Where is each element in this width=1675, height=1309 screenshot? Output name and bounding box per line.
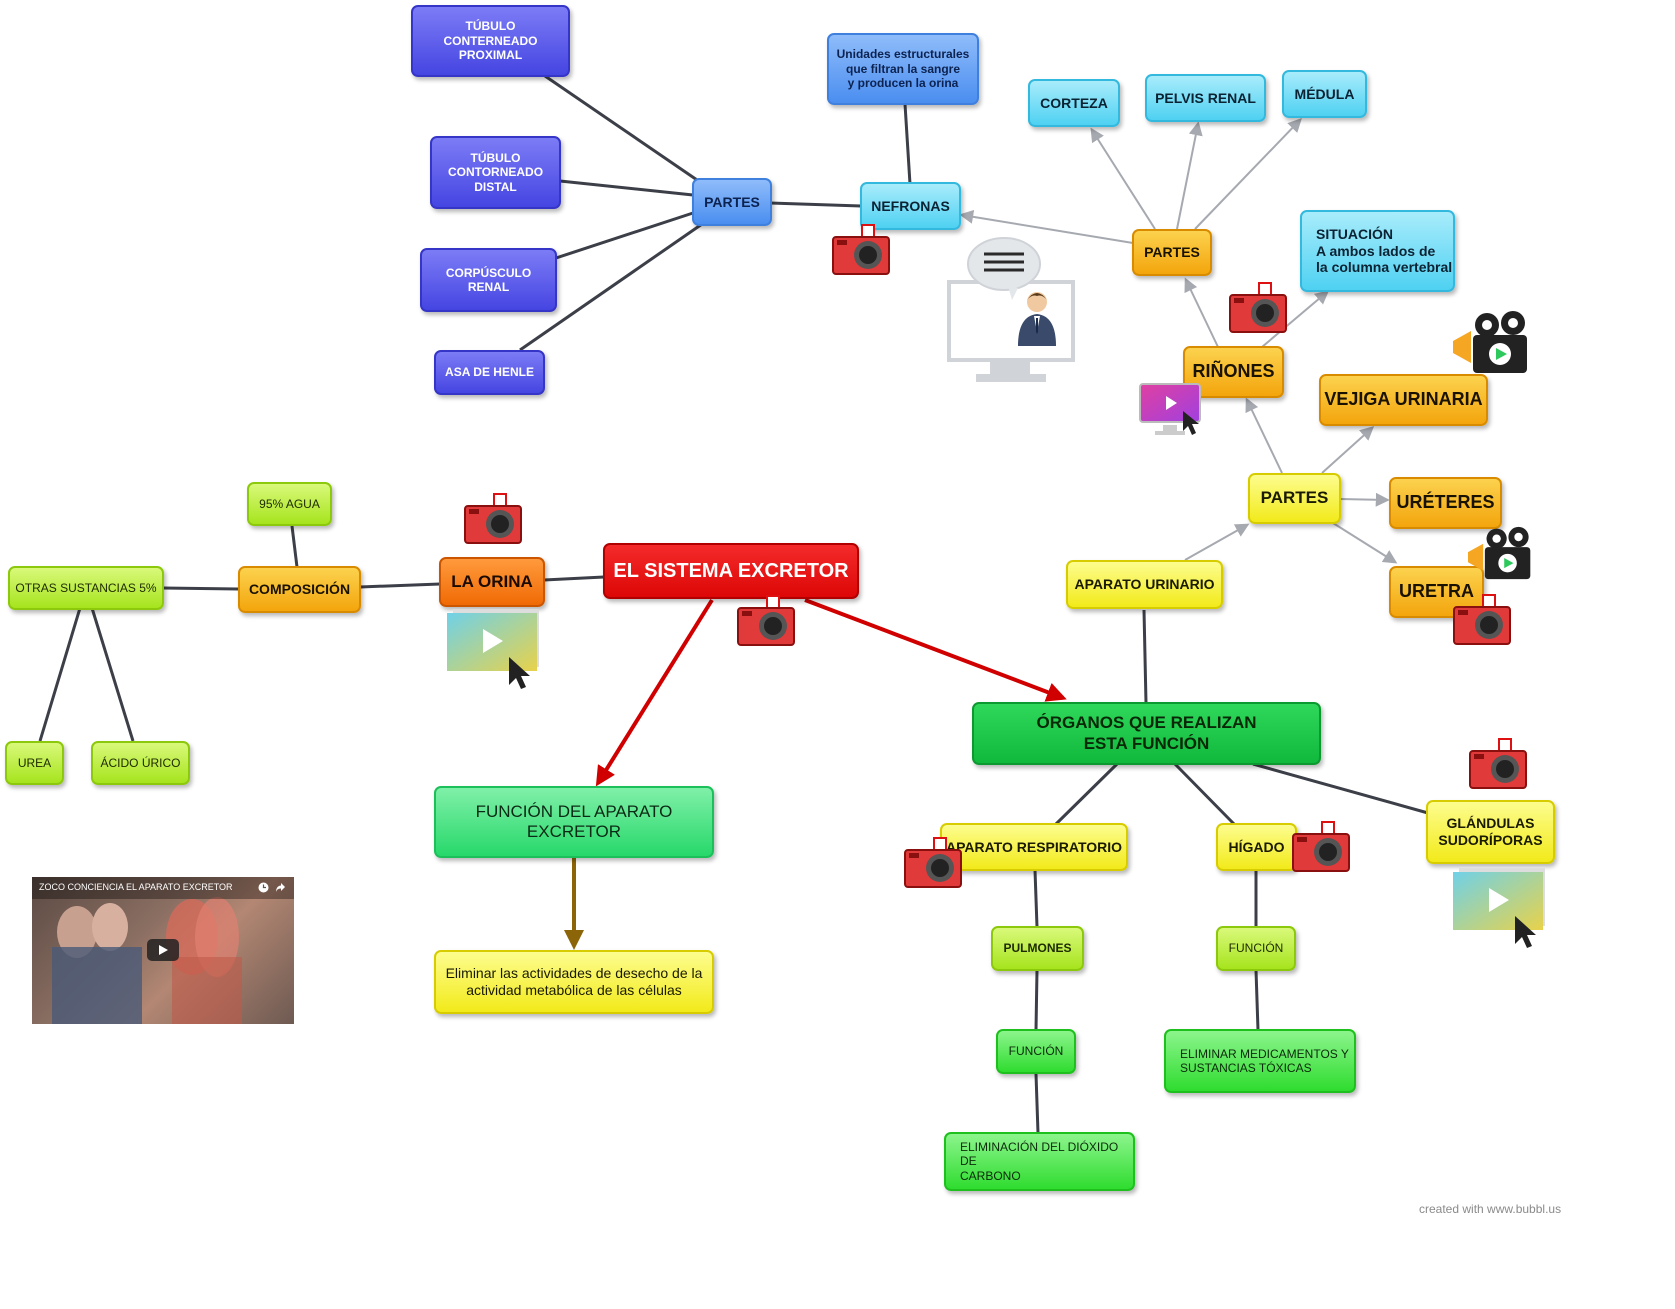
eliminacion-co2-node[interactable]: ELIMINACIÓN DEL DIÓXIDO DE CARBONO	[944, 1132, 1135, 1191]
tubulo-distal-node[interactable]: TÚBULO CONTORNEADO DISTAL	[430, 136, 561, 209]
partes-rinones-node[interactable]: PARTES	[1132, 229, 1212, 276]
connector-partes-pelvis	[1176, 121, 1203, 230]
pelvis-renal-node[interactable]: PELVIS RENAL	[1145, 74, 1266, 122]
connector-organos-higado	[1173, 762, 1237, 827]
connector-partes-rinones	[1245, 397, 1283, 474]
connector-nefronas-partes	[769, 201, 862, 208]
connector-nefronas-unidades	[903, 103, 912, 185]
connector-partes-asa	[519, 220, 706, 352]
acido-urico-node[interactable]: ÁCIDO ÚRICO	[91, 741, 190, 785]
camera-icon[interactable]	[831, 224, 891, 278]
funcion-pulmones-node[interactable]: FUNCIÓN	[996, 1029, 1076, 1074]
pulmones-node[interactable]: PULMONES	[991, 926, 1084, 971]
partes-nefronas-node[interactable]: PARTES	[692, 178, 772, 226]
la-orina-node[interactable]: LA ORINA	[439, 557, 545, 607]
connector-partes-distal	[559, 179, 694, 197]
connector-orina-composicion	[359, 582, 441, 589]
corpusculo-node[interactable]: CORPÚSCULO RENAL	[420, 248, 557, 312]
video-play-icon[interactable]	[1453, 868, 1549, 950]
video-thumbnail-image	[32, 877, 294, 1024]
funcion-higado-node[interactable]: FUNCIÓN	[1216, 926, 1296, 971]
camera-icon[interactable]	[1452, 594, 1512, 648]
camera-icon[interactable]	[736, 595, 796, 649]
corteza-node[interactable]: CORTEZA	[1028, 79, 1120, 127]
connector-main-organos	[804, 598, 1067, 702]
video-play-icon[interactable]	[447, 609, 543, 691]
partes-urinario-node[interactable]: PARTES	[1248, 473, 1341, 524]
video-camera-icon[interactable]	[1468, 525, 1532, 581]
presenter-icon	[947, 237, 1075, 382]
connector-composicion-otras	[162, 586, 239, 591]
connector-funcion-co2	[1034, 1073, 1040, 1134]
organos-node[interactable]: ÓRGANOS QUE REALIZAN ESTA FUNCIÓN	[972, 702, 1321, 765]
connector-partes-corpusculo	[555, 211, 694, 260]
agua-node[interactable]: 95% AGUA	[247, 482, 332, 526]
video-camera-icon[interactable]	[1453, 309, 1529, 375]
unidades-node[interactable]: Unidades estructurales que filtran la sa…	[827, 33, 979, 105]
camera-icon[interactable]	[1228, 282, 1288, 336]
eliminar-medicamentos-node[interactable]: ELIMINAR MEDICAMENTOS Y SUSTANCIAS TÓXIC…	[1164, 1029, 1356, 1093]
connector-partes-ureteres	[1339, 492, 1390, 507]
situacion-node[interactable]: SITUACIÓN A ambos lados de la columna ve…	[1300, 210, 1455, 292]
vejiga-node[interactable]: VEJIGA URINARIA	[1319, 374, 1488, 426]
camera-icon[interactable]	[463, 493, 523, 547]
otras-sustancias-node[interactable]: OTRAS SUSTANCIAS 5%	[8, 566, 164, 610]
ureteres-node[interactable]: URÉTERES	[1389, 477, 1502, 529]
connector-funcion-medicamentos	[1254, 969, 1260, 1031]
connector-partes-vejiga	[1321, 426, 1375, 474]
composicion-node[interactable]: COMPOSICIÓN	[238, 566, 361, 613]
aparato-respiratorio-node[interactable]: APARATO RESPIRATORIO	[940, 823, 1128, 871]
medula-node[interactable]: MÉDULA	[1282, 70, 1367, 118]
eliminar-actividades-node[interactable]: Eliminar las actividades de desecho de l…	[434, 950, 714, 1014]
nefronas-node[interactable]: NEFRONAS	[860, 182, 961, 230]
connector-partes-corteza	[1090, 127, 1156, 230]
connector-partes-nefronas	[959, 209, 1134, 244]
connector-organos-glandulas	[1252, 762, 1429, 815]
connector-rinones-partes	[1184, 277, 1219, 348]
connector-partes-proximal	[544, 74, 701, 184]
camera-icon[interactable]	[903, 837, 963, 891]
clock-icon[interactable]	[258, 882, 269, 893]
glandulas-node[interactable]: GLÁNDULAS SUDORÍPORAS	[1426, 800, 1555, 864]
monitor-video-icon[interactable]	[1139, 383, 1205, 439]
connector-composicion-agua	[290, 525, 299, 568]
connector-rinones-situacion	[1261, 290, 1330, 348]
embedded-video[interactable]: ZOCO CONCIENCIA EL APARATO EXCRETOR	[32, 877, 294, 1024]
connector-organos-respiratorio	[1053, 762, 1119, 827]
main-topic-node[interactable]: EL SISTEMA EXCRETOR	[603, 543, 859, 599]
connector-otras-acido	[90, 607, 135, 742]
play-button-icon[interactable]	[147, 939, 179, 961]
higado-node[interactable]: HÍGADO	[1216, 823, 1297, 871]
camera-icon[interactable]	[1468, 738, 1528, 792]
connector-otras-urea	[38, 607, 82, 742]
connector-main-orina	[543, 575, 605, 582]
connector-partes-uretra	[1332, 522, 1398, 564]
asa-henle-node[interactable]: ASA DE HENLE	[434, 350, 545, 395]
connector-urinario-partes	[1184, 523, 1250, 561]
funcion-aparato-node[interactable]: FUNCIÓN DEL APARATO EXCRETOR	[434, 786, 714, 858]
connector-main-funcion	[595, 598, 714, 787]
share-icon[interactable]	[275, 882, 286, 893]
aparato-urinario-node[interactable]: APARATO URINARIO	[1066, 560, 1223, 609]
camera-icon[interactable]	[1291, 821, 1351, 875]
credit-footer[interactable]: created with www.bubbl.us	[1419, 1202, 1562, 1216]
connector-pulmones-funcion	[1034, 969, 1039, 1031]
tubulo-proximal-node[interactable]: TÚBULO CONTERNEADO PROXIMAL	[411, 5, 570, 77]
connector-respiratorio-pulmones	[1033, 869, 1039, 928]
connector-organos-urinario	[1142, 609, 1148, 704]
connector-partes-medula	[1194, 117, 1302, 230]
video-title: ZOCO CONCIENCIA EL APARATO EXCRETOR	[39, 882, 233, 892]
urea-node[interactable]: UREA	[5, 741, 64, 785]
